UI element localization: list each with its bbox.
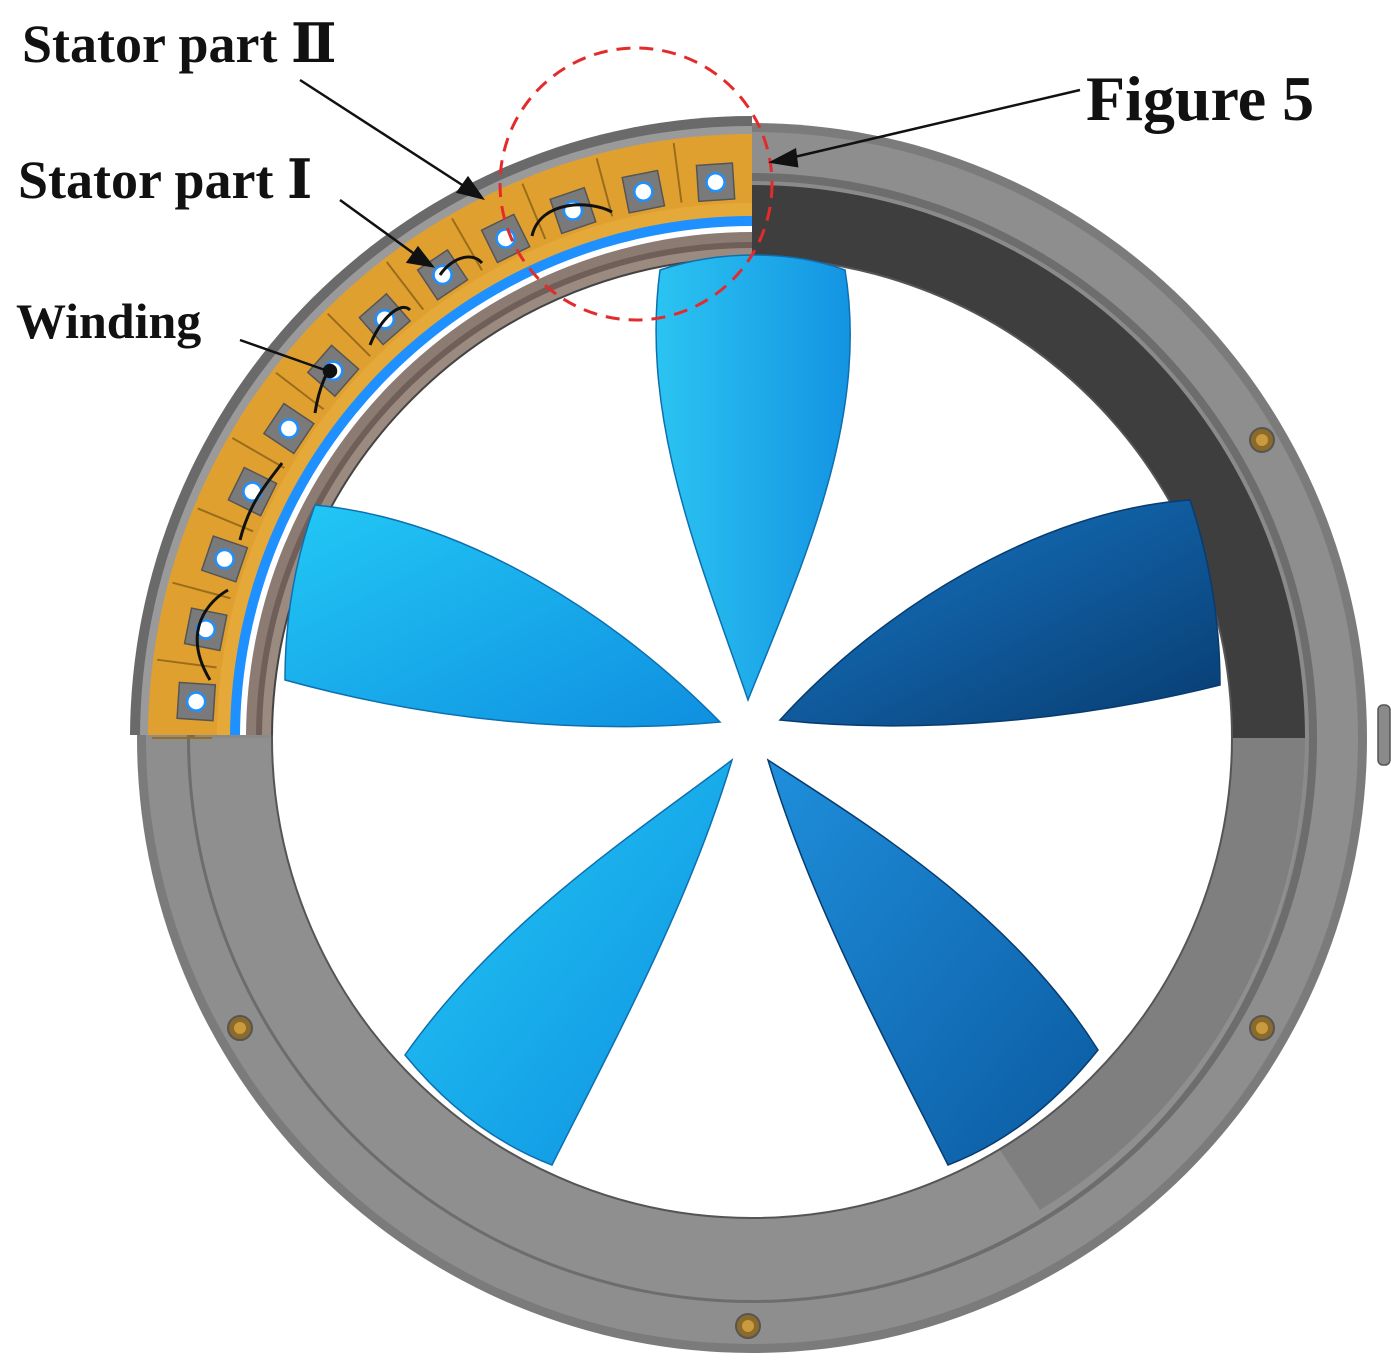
segment-divider bbox=[521, 183, 547, 240]
label-figure-5: Figure 5 bbox=[1086, 63, 1314, 134]
blade-top bbox=[655, 254, 851, 703]
label-stator-part-2: Stator part Ⅱ bbox=[22, 14, 336, 74]
segment-divider bbox=[595, 158, 614, 217]
bolt-icon bbox=[227, 1015, 253, 1041]
leader-lines bbox=[239, 78, 1081, 379]
winding-curve bbox=[195, 203, 613, 681]
winding-conductor bbox=[633, 181, 654, 202]
winding-conductor bbox=[185, 691, 207, 712]
blade-left bbox=[284, 504, 722, 728]
winding-conductor bbox=[214, 548, 235, 570]
bolt-icon bbox=[1249, 1015, 1275, 1041]
winding-conductor bbox=[278, 418, 300, 439]
segment-divider bbox=[451, 217, 483, 271]
segment-divider bbox=[385, 261, 425, 311]
bolt-icon bbox=[735, 1313, 761, 1339]
blade-bottom-right bbox=[766, 758, 1099, 1166]
winding-conductor bbox=[432, 264, 453, 286]
detail-highlight-circle bbox=[498, 46, 774, 322]
propeller bbox=[284, 254, 1221, 1166]
segment-divider bbox=[672, 143, 683, 203]
segment-divider bbox=[327, 313, 371, 357]
blade-right bbox=[778, 499, 1221, 727]
label-stator-part-1: Stator part Ⅰ bbox=[18, 150, 312, 210]
bolt-icon bbox=[1249, 427, 1275, 453]
segment-divider bbox=[157, 658, 217, 669]
label-winding: Winding bbox=[16, 293, 201, 349]
segment-divider bbox=[231, 437, 285, 469]
blade-bottom-left bbox=[404, 758, 734, 1166]
winding-conductor bbox=[705, 171, 726, 193]
